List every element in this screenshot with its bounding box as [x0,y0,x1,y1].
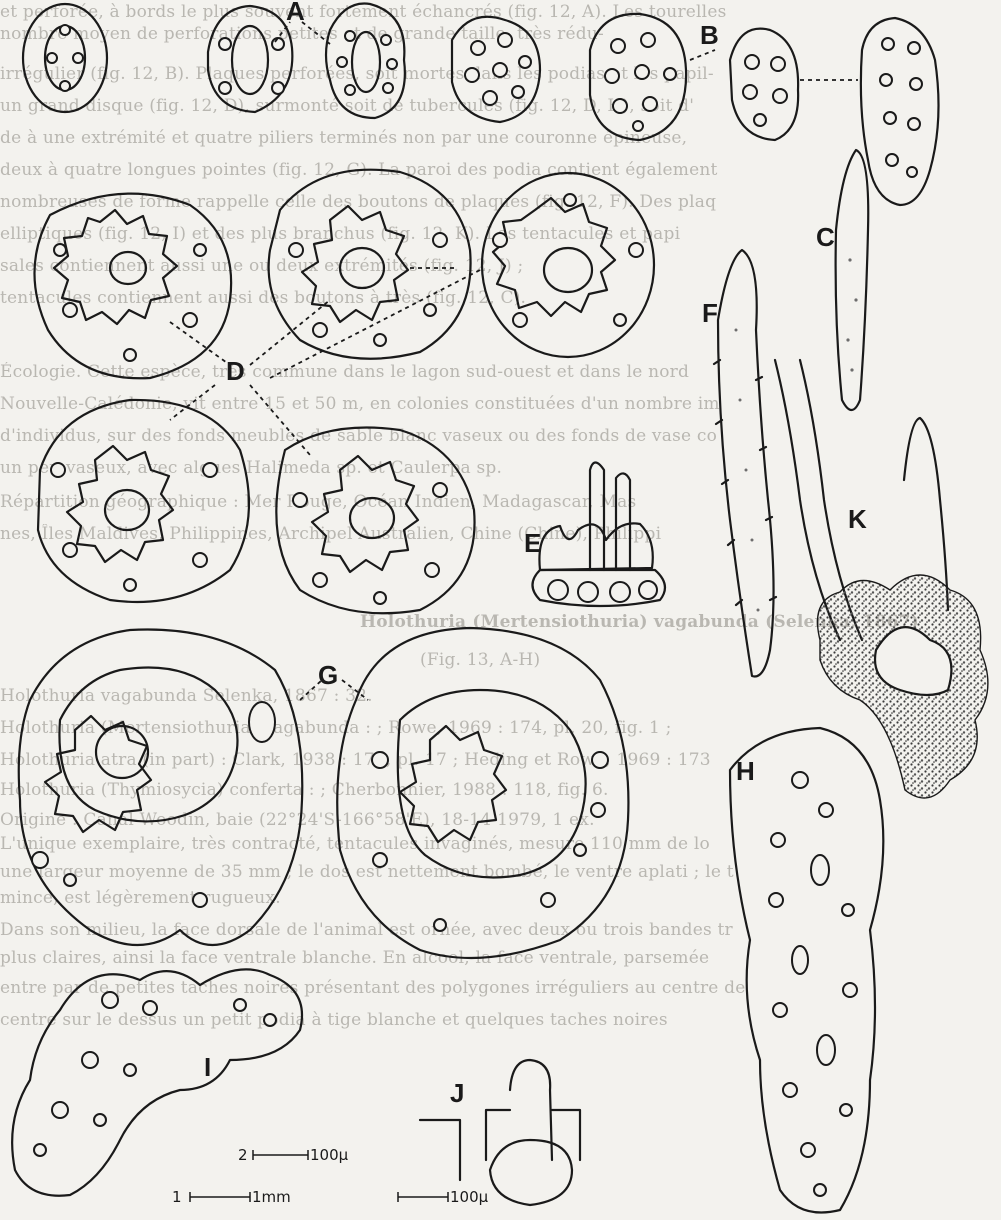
label-i: I [204,1052,211,1082]
label-a: A [286,0,305,26]
figure-f-spiny-rod [714,250,776,676]
figure-c-rod [836,150,869,410]
label-h: H [736,756,755,786]
label-g: G [318,660,338,690]
figure-k-stippled-spicule [818,418,988,798]
figure-i-plate [12,969,302,1195]
label-f: F [702,298,718,328]
figure-e-table-side [533,463,665,607]
scale-bar-2-label: 100µ [310,1146,349,1164]
scale-bar-1-label: 1mm [252,1188,291,1206]
label-e: E [524,528,541,558]
label-k: K [848,504,867,534]
label-d: D [226,356,245,386]
scale-bar-1-number: 1 [172,1188,182,1206]
figure-h-perforated-rod [730,728,883,1213]
figure-a-tables [23,4,405,118]
figure-j-stalked-rod [420,1060,580,1205]
label-j: J [450,1078,464,1108]
scale-bar-2-number: 2 [238,1146,248,1164]
label-b: B [700,20,719,50]
scale-bar-3-label: 100µ [450,1188,489,1206]
figure-d-rosettes [34,170,654,614]
label-c: C [816,222,835,252]
scale-bars: 2 100µ 1 1mm 100µ [172,1146,489,1206]
